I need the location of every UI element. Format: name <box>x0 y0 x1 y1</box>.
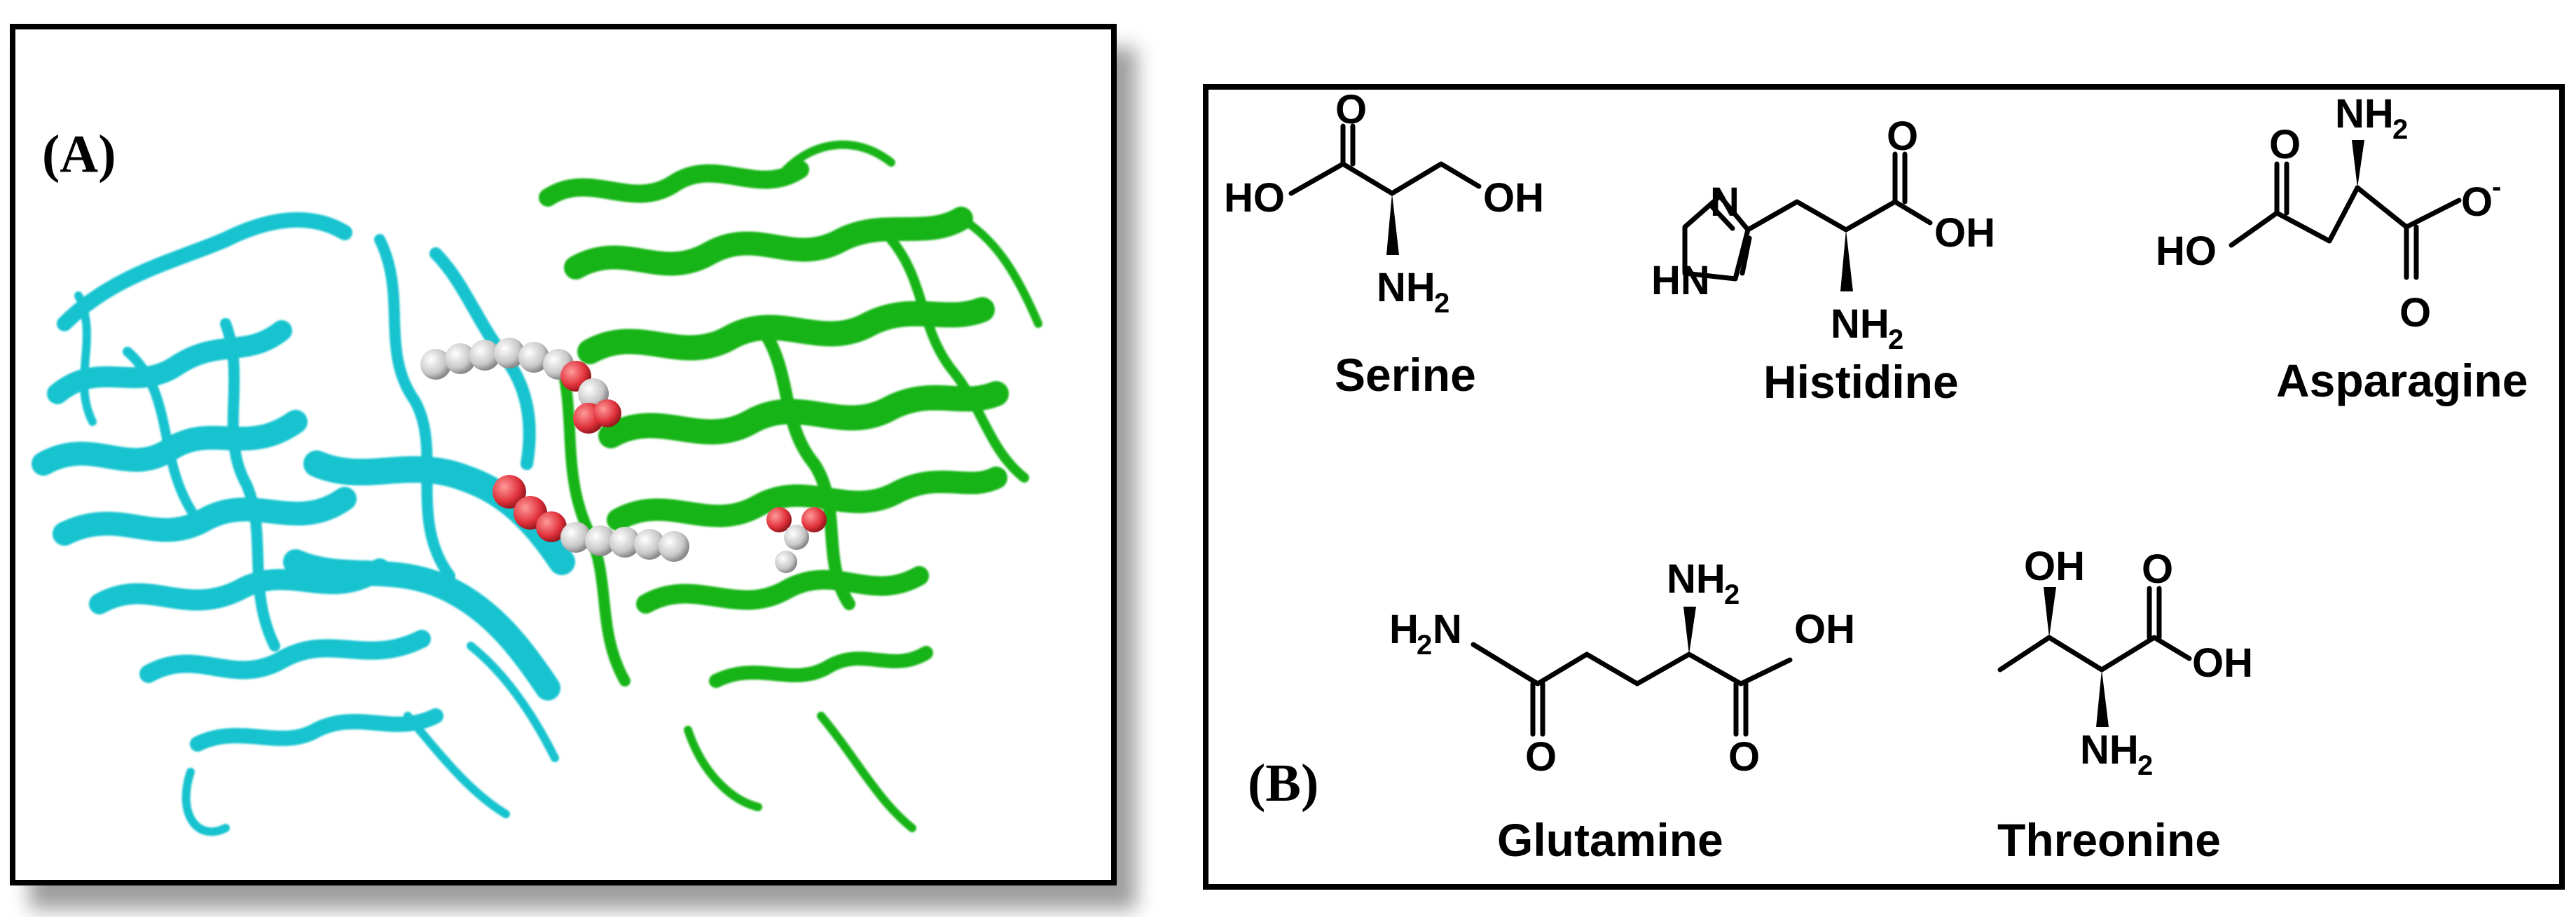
threonine-name: Threonine <box>1997 814 2221 866</box>
glutamine-atom-h: H <box>1389 607 1419 652</box>
glutamine-subscript-nh2: 2 <box>1724 579 1740 610</box>
asparagine-name: Asparagine <box>2276 354 2528 406</box>
threonine-atom-oh-top: OH <box>2024 544 2085 589</box>
panel-a-label: (A) <box>42 125 116 184</box>
histidine-atom-n: N <box>1710 179 1740 225</box>
serine-atom-o: O <box>1335 90 1367 132</box>
serine-structure: O HO OH NH 2 Serine <box>1224 90 1544 401</box>
glutamine-atom-n: N <box>1433 607 1462 652</box>
glutamine-structure: H 2 N NH 2 OH O O Glutamine <box>1389 556 1855 866</box>
histidine-structure: N HN O OH NH 2 Histidine <box>1651 113 1995 408</box>
histidine-atom-o: O <box>1887 113 1918 159</box>
asparagine-atom-o-top: O <box>2269 122 2301 167</box>
asparagine-atom-o-minus: O <box>2461 179 2493 225</box>
serine-atom-ho: HO <box>1224 175 1285 221</box>
histidine-atom-hn: HN <box>1651 258 1710 303</box>
asparagine-atom-ho: HO <box>2156 228 2217 274</box>
protein-structure-panel: (A) <box>10 24 1117 885</box>
glutamine-atom-o-right: O <box>1728 734 1760 780</box>
glutamine-atom-nh2: NH <box>1667 556 1726 602</box>
serine-atom-oh: OH <box>1483 175 1544 221</box>
protein-ribbon-graphic <box>32 140 1042 836</box>
asparagine-charge: - <box>2492 172 2501 202</box>
glutamine-subscript-h2n: 2 <box>1417 630 1432 661</box>
glutamine-atom-oh: OH <box>1794 607 1855 652</box>
histidine-name: Histidine <box>1763 356 1959 408</box>
ligand-spheres-lower <box>493 475 827 573</box>
amino-acid-structures-graphic: O HO OH NH 2 Serine N HN O OH NH 2 Histi… <box>1224 90 2528 866</box>
asparagine-subscript: 2 <box>2392 114 2408 145</box>
serine-name: Serine <box>1335 349 1476 401</box>
glutamine-atom-o-left: O <box>1525 734 1557 780</box>
glutamine-name: Glutamine <box>1497 814 1723 866</box>
histidine-atom-oh: OH <box>1934 210 1995 256</box>
histidine-atom-nh2: NH <box>1831 301 1889 347</box>
threonine-atom-o: O <box>2142 546 2173 592</box>
threonine-structure: OH O OH NH 2 Threonine <box>1997 544 2253 866</box>
ligand-spheres-upper <box>420 338 621 434</box>
asparagine-structure: NH 2 O O - HO O Asparagine <box>2156 91 2528 406</box>
panel-b-label: (B) <box>1248 754 1319 813</box>
threonine-atom-oh: OH <box>2192 640 2253 686</box>
serine-atom-nh2: NH <box>1377 265 1435 310</box>
cyan-protein-chain <box>32 212 575 836</box>
asparagine-atom-nh2: NH <box>2335 91 2394 137</box>
serine-subscript: 2 <box>1434 288 1449 319</box>
threonine-atom-nh2: NH <box>2080 727 2139 773</box>
asparagine-atom-o-bottom: O <box>2399 290 2431 336</box>
green-protein-chain <box>539 140 1042 832</box>
threonine-subscript: 2 <box>2137 750 2153 781</box>
histidine-subscript: 2 <box>1888 324 1903 355</box>
amino-acid-structures-panel: (B) O HO OH NH 2 Serine N HN O OH NH <box>1203 84 2565 890</box>
